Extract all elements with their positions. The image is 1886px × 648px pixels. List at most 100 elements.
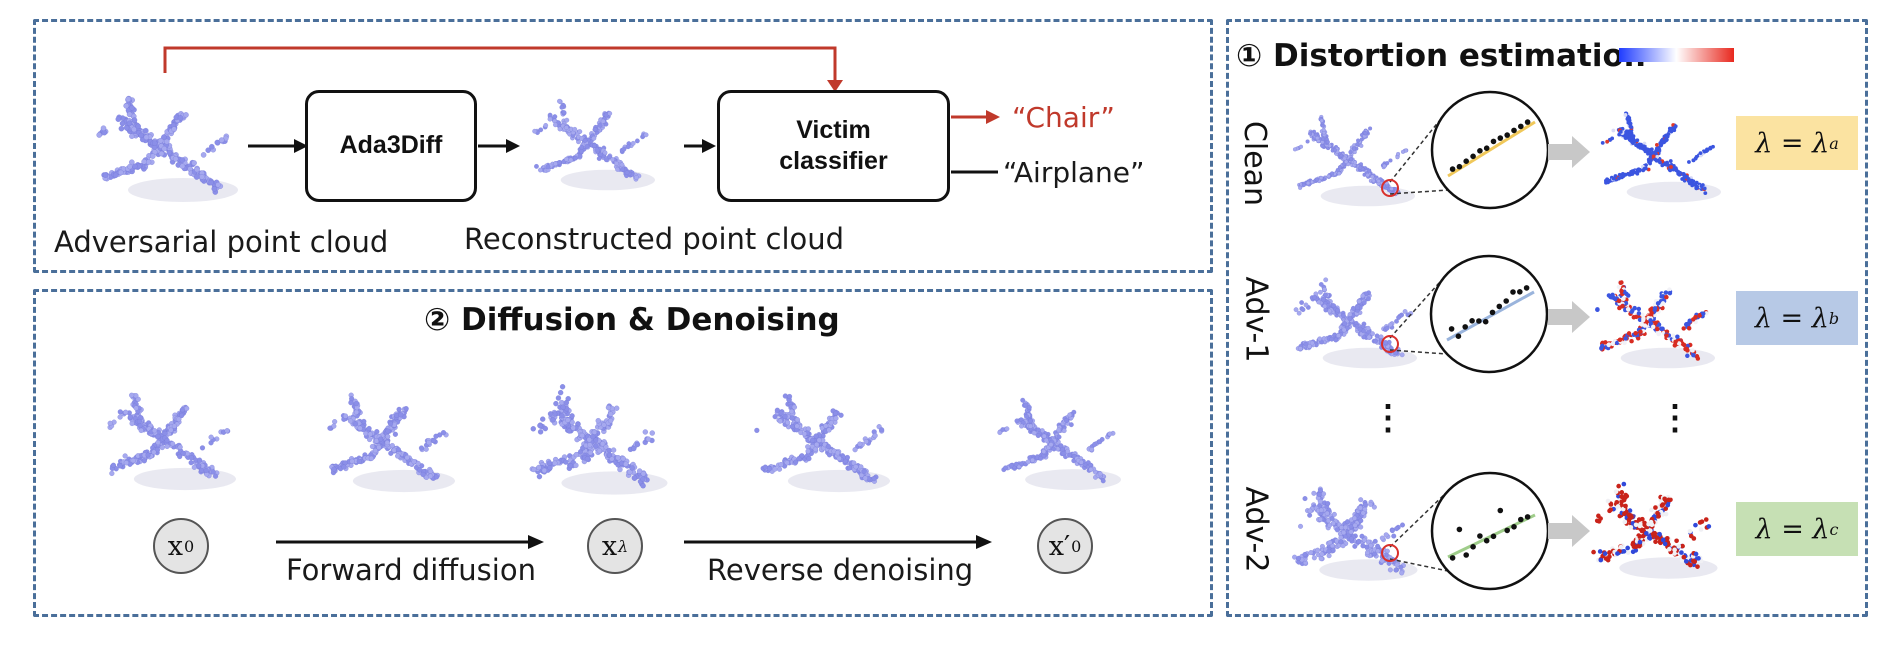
- point: [1372, 538, 1378, 544]
- point: [599, 441, 606, 447]
- point: [1602, 551, 1608, 556]
- point: [1646, 535, 1652, 541]
- point: [1337, 171, 1342, 176]
- point: [1679, 550, 1684, 555]
- diffusion-title-text: Diffusion & Denoising: [461, 302, 840, 338]
- point: [141, 158, 147, 165]
- point: [565, 417, 571, 423]
- point: [1402, 309, 1408, 314]
- point: [1698, 151, 1703, 156]
- point: [569, 413, 575, 419]
- point: [1325, 501, 1331, 507]
- sample-point: [1448, 326, 1455, 332]
- point: [1318, 289, 1323, 295]
- forward-diffusion-label: Forward diffusion: [286, 553, 536, 587]
- point: [1595, 307, 1600, 312]
- point: [423, 446, 429, 452]
- point: [1666, 497, 1671, 503]
- point: [1341, 327, 1347, 333]
- distortion-colorbar: [1619, 48, 1734, 62]
- point: [786, 393, 793, 400]
- point: [141, 458, 147, 464]
- point: [1702, 186, 1707, 191]
- point: [607, 411, 614, 417]
- point: [1676, 341, 1682, 346]
- point: [1676, 544, 1682, 549]
- point: [1635, 138, 1640, 143]
- point: [117, 463, 123, 469]
- point: [1619, 494, 1625, 500]
- sample-point: [1483, 145, 1490, 151]
- point: [1675, 334, 1680, 339]
- point: [852, 447, 858, 453]
- zoom-source-circle: [1381, 179, 1399, 197]
- point: [1302, 496, 1308, 502]
- point: [1653, 539, 1658, 545]
- point: [1693, 551, 1699, 557]
- point: [1674, 538, 1679, 544]
- point: [388, 421, 394, 427]
- point: [159, 444, 165, 451]
- point: [211, 185, 218, 192]
- point: [1681, 342, 1687, 348]
- point: [177, 444, 183, 450]
- point: [1653, 505, 1658, 510]
- point: [1625, 307, 1631, 312]
- point: [119, 120, 126, 127]
- point: [1342, 524, 1348, 530]
- point: [1599, 345, 1604, 351]
- point: [1626, 517, 1632, 523]
- point: [1685, 353, 1690, 358]
- point: [155, 433, 161, 439]
- point: [1360, 543, 1366, 549]
- sample-point: [1511, 127, 1517, 134]
- point: [1623, 503, 1628, 509]
- point: [1321, 127, 1326, 132]
- point: [1067, 452, 1073, 458]
- point: [857, 441, 863, 447]
- point: [427, 473, 434, 479]
- point: [138, 427, 144, 433]
- point: [1296, 555, 1302, 561]
- point: [100, 125, 107, 131]
- point: [209, 143, 215, 150]
- node-x0-sub: 0: [184, 536, 195, 556]
- sample-point: [1524, 119, 1531, 125]
- point: [1358, 524, 1364, 530]
- point: [1400, 522, 1405, 528]
- point: [607, 418, 614, 424]
- point: [584, 456, 591, 462]
- point: [1056, 427, 1062, 433]
- point: [126, 120, 133, 127]
- point: [605, 404, 612, 411]
- point: [205, 147, 211, 153]
- adversarial-point-cloud-image: [96, 95, 238, 202]
- sample-point: [1517, 289, 1523, 295]
- point: [1637, 317, 1643, 322]
- point: [1687, 319, 1692, 324]
- point: [1338, 539, 1344, 545]
- point: [1629, 338, 1634, 344]
- point: [138, 132, 144, 139]
- point: [1394, 318, 1399, 324]
- point: [640, 476, 646, 482]
- point: [1363, 502, 1368, 508]
- point: [368, 455, 374, 461]
- point: [102, 172, 109, 178]
- point: [1023, 402, 1029, 408]
- point: [813, 433, 819, 439]
- point: [631, 445, 637, 452]
- point: [115, 116, 122, 122]
- point: [1356, 298, 1362, 304]
- point: [398, 412, 404, 418]
- point: [1621, 174, 1626, 178]
- point: [1298, 523, 1303, 529]
- distortion-title-text: Distortion estimation: [1273, 38, 1646, 74]
- reconstructed-point-cloud-image: [532, 98, 655, 191]
- point: [1606, 293, 1612, 298]
- point: [1359, 143, 1364, 148]
- sample-point: [1497, 135, 1504, 141]
- point: [620, 455, 626, 462]
- lambda-b-sub: b: [1828, 308, 1840, 328]
- point: [1298, 346, 1303, 351]
